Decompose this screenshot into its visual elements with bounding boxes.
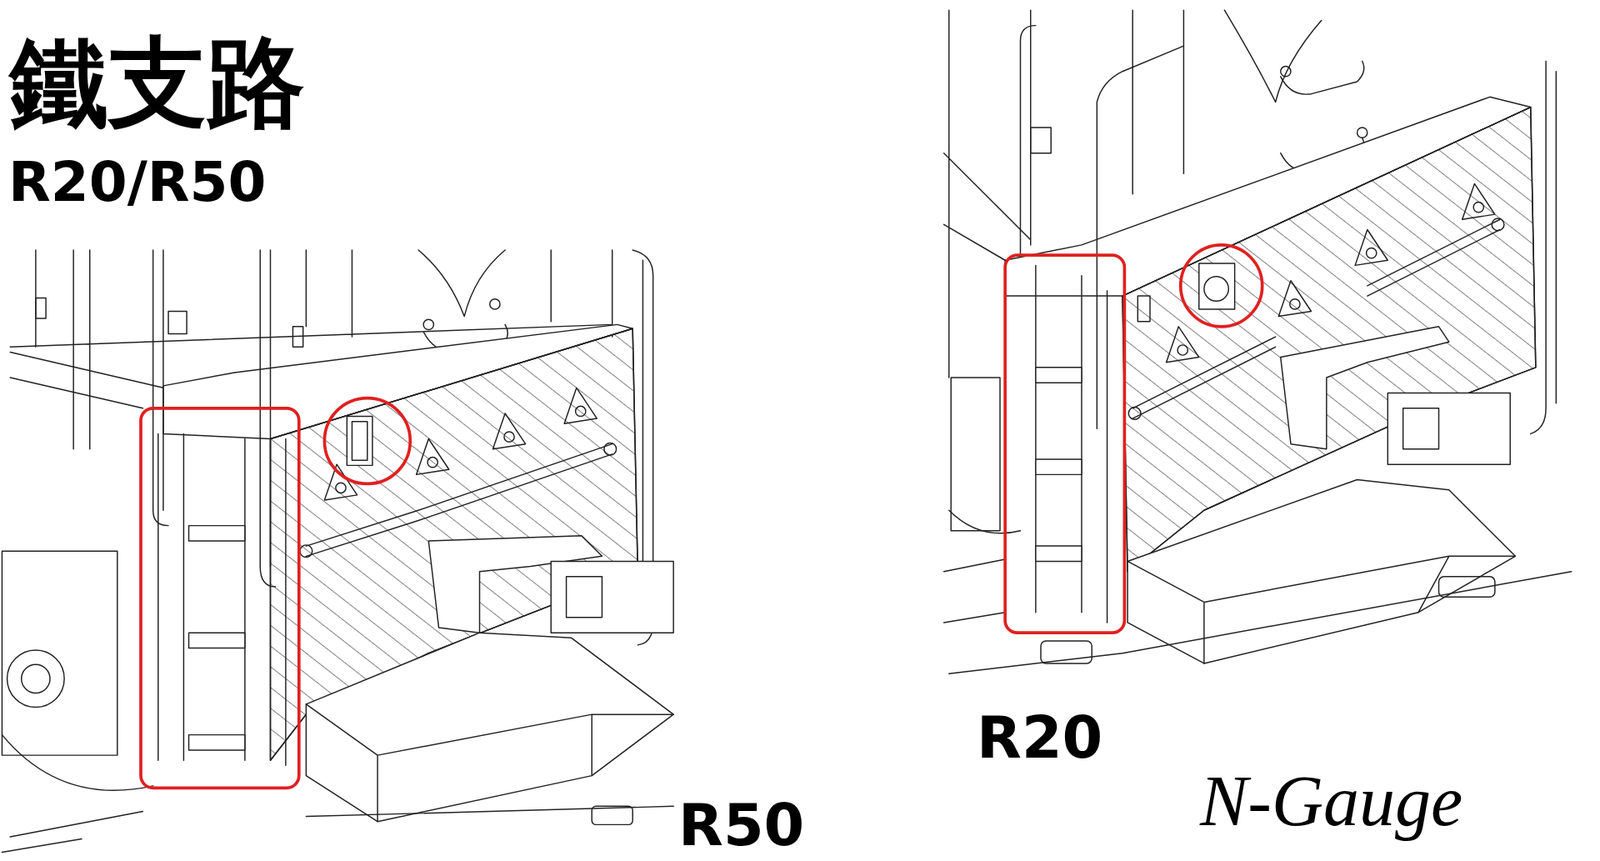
brand-logo-box: 鐵支路 bbox=[10, 33, 305, 132]
radius-label: R20 bbox=[976, 708, 1103, 767]
scale-label-box: N-Gauge bbox=[1200, 765, 1463, 837]
radius-heading: R20/R50 bbox=[8, 155, 266, 210]
radius-heading-box: R20/R50 bbox=[8, 155, 266, 210]
radius-label: R50 bbox=[678, 795, 805, 855]
r50-view bbox=[1, 250, 674, 852]
radius-label-box: R50 bbox=[678, 795, 805, 855]
brand-logo: 鐵支路 bbox=[10, 33, 305, 132]
radius-label-box: R20 bbox=[976, 708, 1103, 767]
r20-view bbox=[944, 10, 1572, 674]
scale-label: N-Gauge bbox=[1200, 765, 1463, 837]
